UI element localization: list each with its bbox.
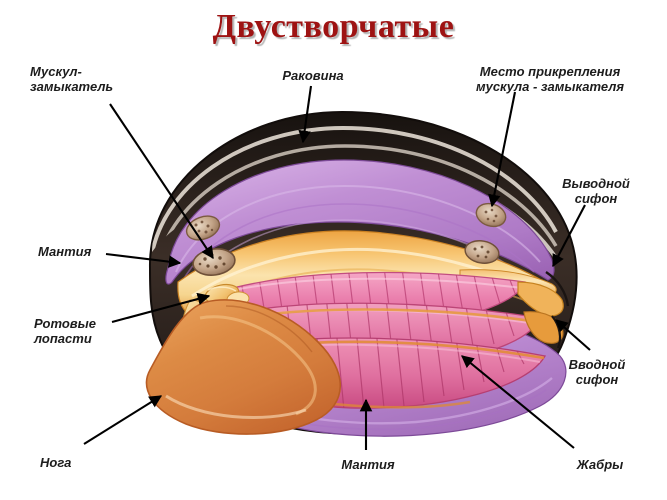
leader-exhalant-siphon xyxy=(552,204,586,268)
leader-labial-palps xyxy=(111,292,211,324)
exhalant-siphon-opening xyxy=(517,281,564,317)
label-labial-palps: Ротовые лопасти xyxy=(34,316,96,346)
leader-shell xyxy=(298,85,313,144)
leader-muscle-attachment-site xyxy=(488,91,517,208)
label-gills: Жабры xyxy=(576,457,624,472)
label-inhalant-siphon: Вводной сифон xyxy=(568,357,626,387)
muscle-scar-upper-left xyxy=(185,215,221,241)
label-mantle-bottom: Мантия xyxy=(341,457,395,472)
leader-lines xyxy=(83,85,591,450)
leader-foot xyxy=(83,395,163,445)
label-mantle-left: Мантия xyxy=(38,244,92,259)
leader-gills xyxy=(461,355,575,449)
label-muscle-attachment-site: Место прикрепления мускула - замыкателя xyxy=(475,64,624,94)
muscle-scar-lower-right xyxy=(464,240,500,264)
label-exhalant-siphon: Выводной сифон xyxy=(562,176,630,206)
leader-mantle-left xyxy=(105,252,182,268)
muscle-scars xyxy=(185,202,507,277)
label-shell: Раковина xyxy=(282,68,344,83)
leader-inhalant-siphon xyxy=(555,319,591,351)
page-title: Двустворчатые xyxy=(212,8,455,45)
label-adductor-muscle: Мускул- замыкатель xyxy=(30,64,114,94)
label-foot: Нога xyxy=(40,455,72,470)
leader-adductor-muscle xyxy=(109,103,214,260)
foot xyxy=(145,299,341,435)
